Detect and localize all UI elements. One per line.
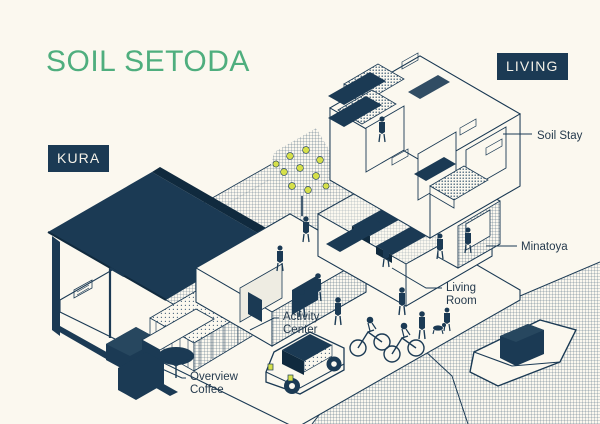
callout-activity-center: Activity Center bbox=[283, 311, 319, 337]
leader-activity-center bbox=[249, 317, 279, 331]
callout-minatoya: Minatoya bbox=[521, 241, 568, 254]
pickup-truck bbox=[265, 331, 345, 395]
boat bbox=[469, 319, 578, 387]
callout-leader-lines bbox=[159, 133, 532, 379]
bicycle-1 bbox=[349, 316, 391, 357]
callout-soil-stay: Soil Stay bbox=[537, 130, 582, 143]
dog-figure bbox=[432, 323, 446, 335]
bicycles bbox=[349, 316, 425, 363]
tag-living: LIVING bbox=[497, 53, 568, 80]
tree-foliage-cluster bbox=[268, 128, 340, 216]
callout-activity-center-line-1: Activity bbox=[283, 311, 320, 323]
callout-overview-coffee-line-2: Coffee bbox=[190, 384, 224, 396]
callout-living-room: Living Room bbox=[446, 282, 477, 308]
callout-minatoya-line-1: Minatoya bbox=[521, 241, 568, 253]
people-figures bbox=[276, 116, 472, 340]
leader-living-room bbox=[391, 267, 442, 289]
bicycle-2 bbox=[383, 322, 425, 363]
callout-living-room-line-1: Living bbox=[446, 282, 477, 294]
page-title: SOIL SETODA bbox=[46, 45, 250, 78]
callout-activity-center-line-2: Center bbox=[283, 324, 318, 336]
tag-kura: KURA bbox=[48, 145, 110, 172]
leader-overview-coffee bbox=[159, 367, 186, 379]
callout-soil-stay-line-1: Soil Stay bbox=[537, 130, 583, 142]
callout-overview-coffee-line-1: Overview bbox=[190, 371, 238, 383]
soil-stay-building bbox=[328, 52, 521, 239]
callout-overview-coffee: Overview Coffee bbox=[190, 371, 238, 397]
callout-living-room-line-2: Room bbox=[446, 295, 477, 307]
